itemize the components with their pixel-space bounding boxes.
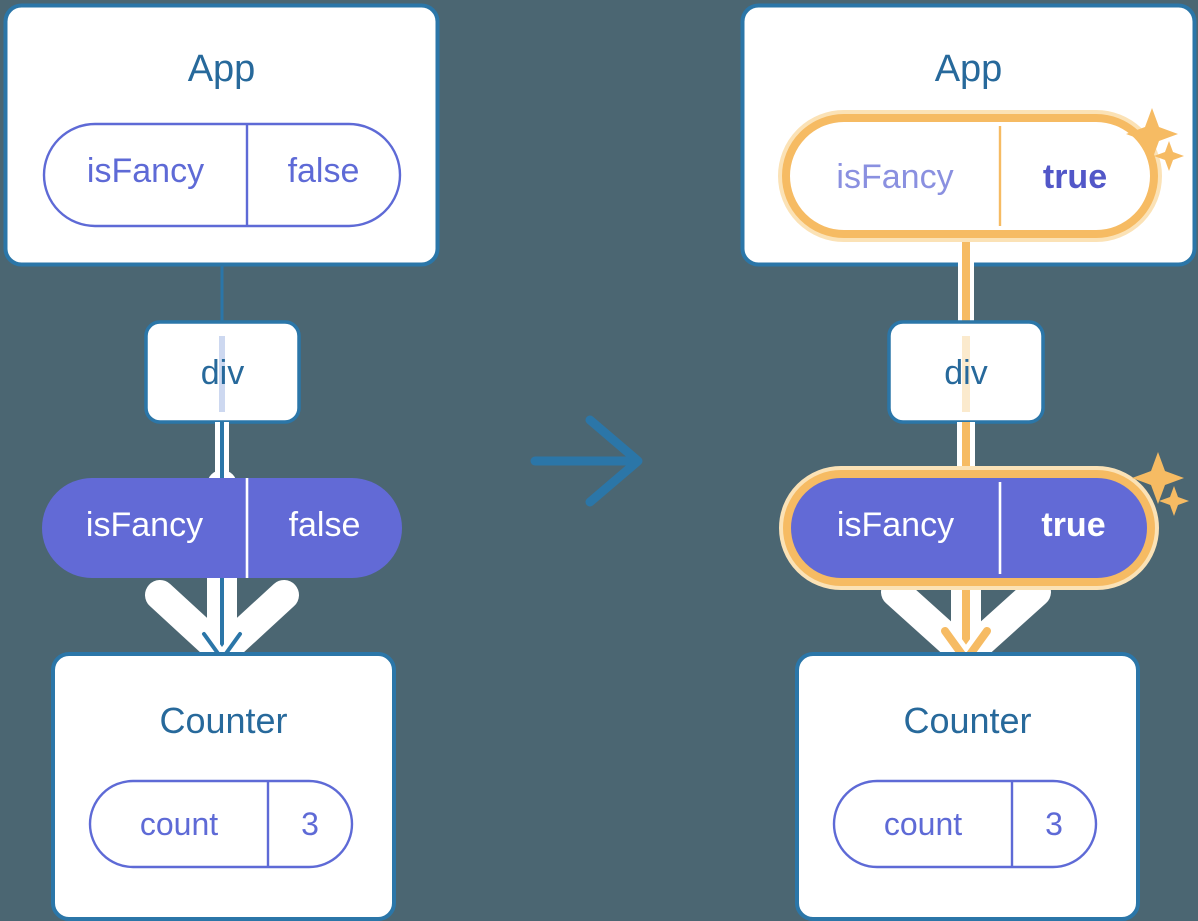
app-state-pill-right [778, 110, 1162, 242]
arrow-right-icon [530, 415, 643, 507]
prop-pill-right [779, 466, 1159, 590]
sparkle-group-app-right [1126, 108, 1184, 171]
counter-state-pill-left [88, 779, 354, 869]
counter-state-pill-right [832, 779, 1098, 869]
sparkle-small-icon [1159, 486, 1189, 516]
sparkle-small-icon [1154, 141, 1184, 171]
sparkle-large-icon [1126, 108, 1178, 160]
prop-pill-left [42, 478, 402, 578]
sparkle-large-icon [1132, 452, 1184, 504]
app-state-pill-left [42, 122, 402, 228]
sparkle-group-prop-right [1132, 452, 1189, 516]
